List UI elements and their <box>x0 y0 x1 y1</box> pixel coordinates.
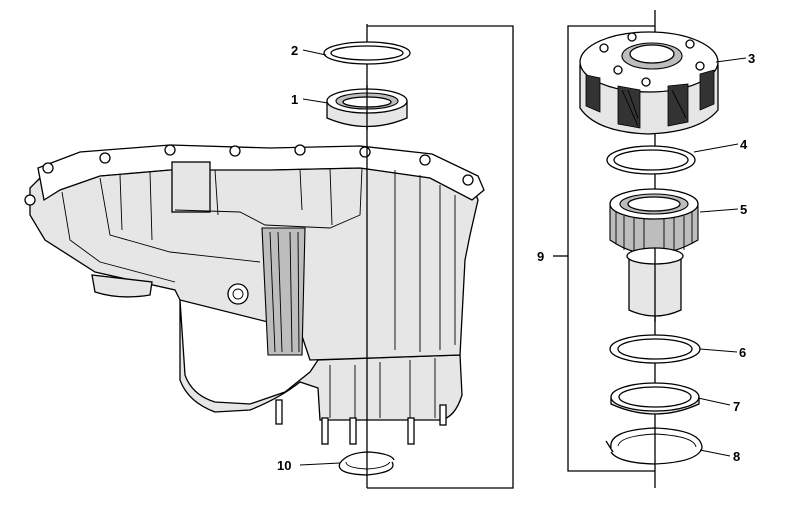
callout-5: 5 <box>740 202 747 217</box>
callout-labels: 2 1 3 4 5 9 6 7 8 10 <box>277 43 755 473</box>
part-8-retaining-ring <box>605 427 703 465</box>
part-2-snap-ring <box>323 41 411 65</box>
callout-3: 3 <box>748 51 755 66</box>
part-6-snap-ring <box>609 334 701 364</box>
callout-7: 7 <box>733 399 740 414</box>
callout-9: 9 <box>537 249 544 264</box>
callout-4: 4 <box>740 137 748 152</box>
transfer-case-housing <box>24 144 485 445</box>
callout-1: 1 <box>291 92 298 107</box>
part-5-sun-gear <box>609 188 699 322</box>
part-3-planetary-carrier <box>579 31 719 135</box>
part-4-thrust-ring <box>606 145 696 175</box>
part-9-assembly-bracket <box>367 25 655 489</box>
part-7-thrust-washer <box>610 382 700 415</box>
leader-lines <box>299 49 747 466</box>
callout-10: 10 <box>277 458 291 473</box>
callout-6: 6 <box>739 345 746 360</box>
callout-2: 2 <box>291 43 298 58</box>
callout-8: 8 <box>733 449 740 464</box>
part-1-bearing <box>326 85 408 130</box>
